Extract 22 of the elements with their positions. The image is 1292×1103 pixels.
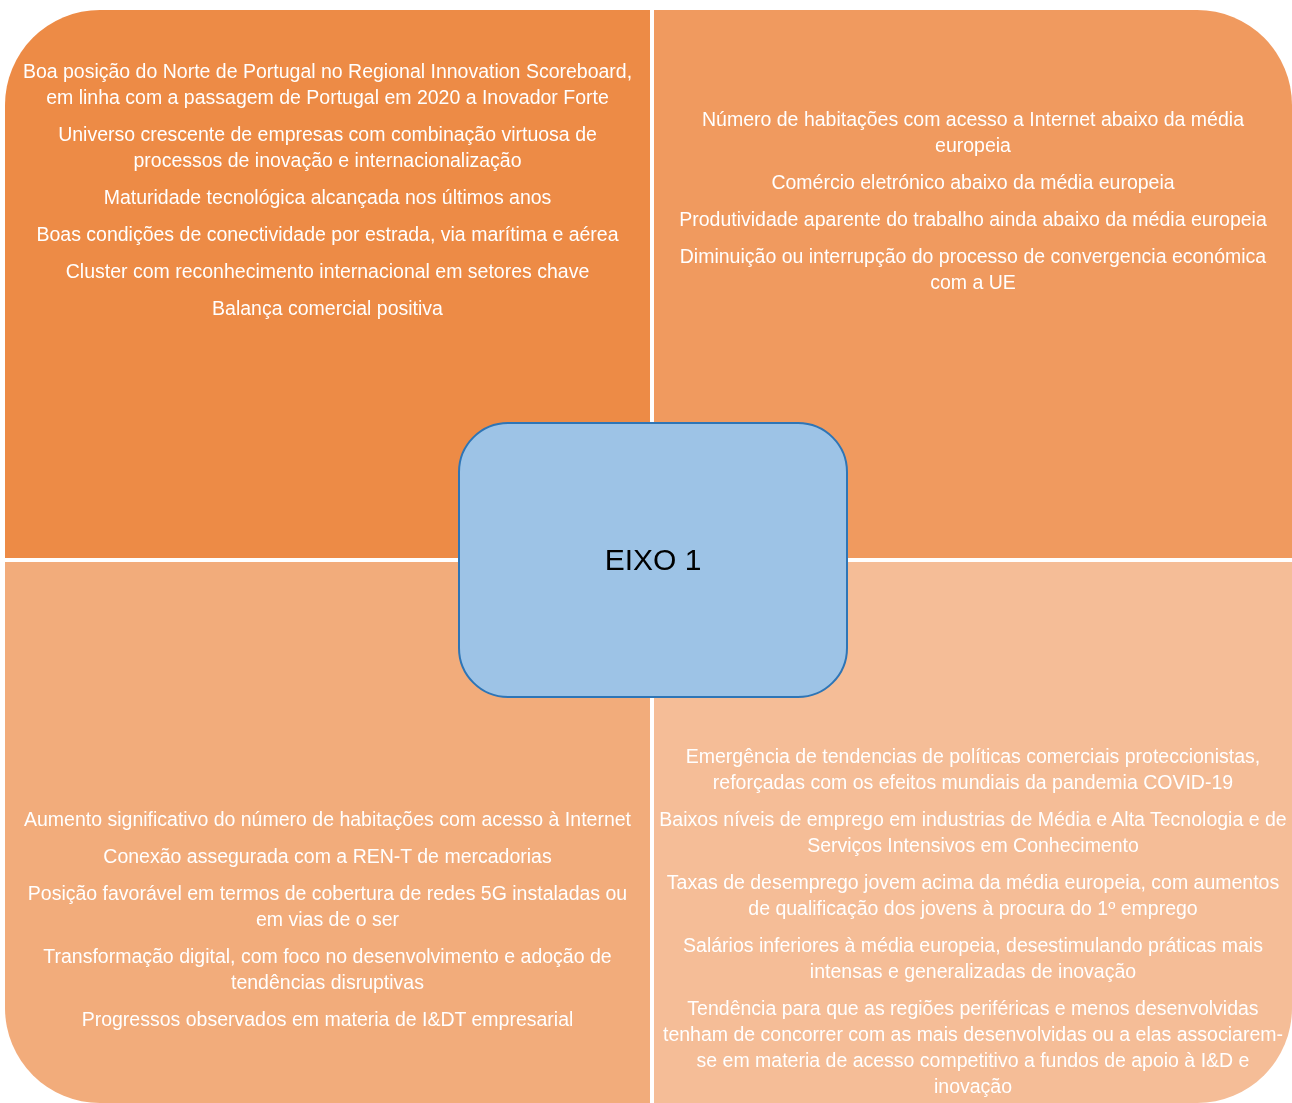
list-item-text: Conexão assegurada com a REN-T de mercadorias (103, 844, 552, 869)
list-item-text: Cluster com reconhecimento internacional em setores chave (65, 259, 590, 284)
list-item-text: Transformação digital, com foco no desenvolvimento e adoção de tendências disruptivas (42, 944, 613, 995)
list-item-text: Aumento significativo do número de habitações com acesso à Internet (24, 807, 631, 832)
list-item-text: Baixos níveis de emprego em industrias de Média e Alta Tecnologia e de Serviços Intensivos em Conhecimento (658, 807, 1288, 858)
list-item-text: Número de habitações com acesso a Internet abaixo da média europeia (701, 107, 1245, 158)
list-item-text: Produtividade aparente do trabalho ainda abaixo da média europeia (679, 207, 1267, 232)
list-item-text: Taxas de desemprego jovem acima da média europeia, com aumentos de qualificação dos jovens à procura do 1º emprego (665, 870, 1281, 921)
list-item-text: Emergência de tendencias de políticas comerciais proteccionistas, reforçadas com os efeitos mundiais da pandemia COVID-19 (684, 744, 1262, 795)
list-item-text: Balança comercial positiva (212, 296, 443, 321)
list-item-text: Comércio eletrónico abaixo da média europeia (771, 170, 1175, 195)
list-item-text: Maturidade tecnológica alcançada nos últimos anos (103, 185, 552, 210)
list-item-text: Boas condições de conectividade por estrada, via marítima e aérea (36, 222, 619, 247)
center-box (458, 422, 848, 698)
list-item-text: Progressos observados em materia de I&DT empresarial (81, 1007, 574, 1032)
list-item-text: Universo crescente de empresas com combinação virtuosa de processos de inovação e internacionalização (57, 122, 598, 173)
list-item-text: Boa posição do Norte de Portugal no Regional Innovation Scoreboard, em linha com a passagem de Portugal em 2020 a Inovador Forte (21, 59, 634, 110)
center-label: EIXO 1 (604, 543, 702, 577)
list-item-text: Diminuição ou interrupção do processo de convergencia económica com a UE (678, 244, 1268, 295)
list-item-text: Tendência para que as regiões periféricas e menos desenvolvidas tenham de concorrer com as mais desenvolvidas ou a elas associarem-se em materia de acesso competitivo a fundos de apoio à I&D e inovação (662, 996, 1284, 1099)
list-item-text: Posição favorável em termos de cobertura de redes 5G instaladas ou em vias de o ser (26, 881, 629, 932)
list-item-text: Salários inferiores à média europeia, desestimulando práticas mais intensas e generalizadas de inovação (682, 933, 1264, 984)
